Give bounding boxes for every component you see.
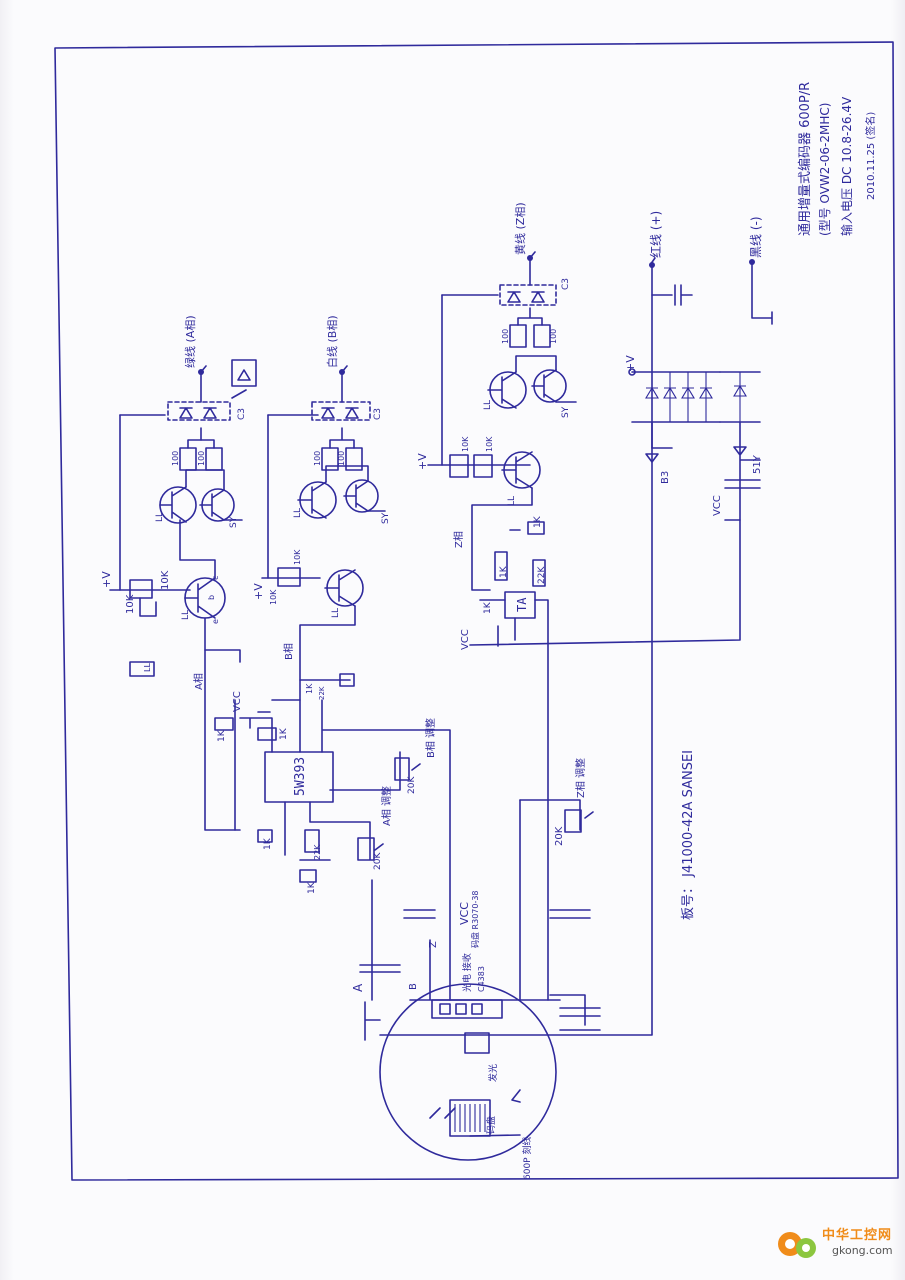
b-r100-label-2: 100 [337, 451, 346, 466]
b-adjust-label: B相 调整 [424, 718, 437, 758]
power-section [379, 257, 773, 1036]
a-adjust-label: A相 调整 [380, 786, 393, 826]
a-ll-label: LL [181, 610, 191, 620]
comp-r1k-label: 1K [217, 729, 227, 742]
board-note: 板号： J41000-42A SANSEI [681, 750, 696, 920]
ta-ic-label: TA [515, 597, 529, 612]
a-wire-label: 绿线 (A相) [183, 315, 197, 368]
b-c3-label: C3 [373, 408, 383, 420]
b-ll-label: LL [331, 608, 341, 618]
vcc-label-comp: VCC [232, 691, 243, 712]
diagram-labels: 10K 10K +V LL LL SY 100 100 C3 绿线 (A相) A… [100, 202, 763, 1180]
z-r1k-label-2: 1K [499, 565, 509, 578]
border-frame [54, 41, 899, 1181]
comp-r22k-label-2: 22K [313, 844, 322, 860]
a-signal-label: A [351, 983, 365, 992]
b-r100-label: 100 [313, 451, 322, 466]
a-r10k-label: 10K [125, 594, 136, 614]
vcc-label-low: VCC [458, 902, 471, 925]
gkong-logo: 中华工控网 gkong.com [772, 1218, 900, 1270]
b-phase-stage [261, 365, 386, 701]
b-wire-label: 白线 (B相) [325, 315, 339, 368]
a-pot-20k-label: 20K [373, 852, 383, 870]
comparator-ic-label: 5W393 [293, 757, 308, 796]
power-vplus-label: +V [624, 355, 637, 372]
gear-icon [778, 1232, 816, 1258]
z-pot-20k-label: 20K [554, 826, 565, 846]
a-c3-label: C3 [237, 408, 247, 420]
vcc-label-mid: VCC [460, 629, 471, 650]
z-signal-label: Z [428, 941, 439, 948]
z-phase-label: Z相 [452, 531, 465, 548]
pulse-label: 600P 刻线 [521, 1137, 533, 1180]
b-phase-label: B相 [282, 643, 295, 660]
receiver-label: 光电 接收 [461, 953, 473, 992]
comp-r22k-label: 22K [318, 686, 326, 700]
receiver-part-label: C4383 [477, 966, 486, 992]
z-vplus-label: +V [416, 453, 429, 470]
a-tr-c-label: c [211, 576, 220, 580]
a-r100-label-2: 100 [197, 451, 206, 466]
disc-label: 码盘 [485, 1116, 497, 1134]
b-pot-20k-label: 20K [407, 776, 417, 794]
b-vplus-label: +V [252, 583, 265, 600]
vcc-label-right: VCC [712, 495, 723, 516]
z-r10k-label-2: 10K [485, 436, 494, 452]
z-adjust-label: Z相 调整 [574, 758, 587, 798]
comp-r1k-label-5: 1K [307, 881, 317, 894]
z-r22k-label: 22K [537, 566, 547, 584]
comp-r1k-label-2: 1K [279, 727, 289, 740]
b3-label: B3 [660, 471, 671, 484]
a-phase-stage [109, 359, 257, 831]
z-phase-stage [427, 251, 577, 1001]
a-tr-b-label: b [207, 595, 216, 600]
a-ll3-label: LL [143, 663, 152, 672]
comp-r1k-label-3: 1K [305, 683, 314, 694]
red-wire-label: 红线 (+) [648, 211, 663, 258]
a-tr-e-label: e [211, 619, 220, 624]
z-c3-label: C3 [561, 278, 571, 290]
b-r10k-label: 10K [293, 549, 302, 565]
code-part-label: 码盘 R3070-38 [470, 890, 480, 948]
encoder-disc [379, 983, 601, 1161]
zener-51y-label: 51Y [752, 454, 763, 474]
z-r10k-label: 10K [461, 436, 470, 452]
b-r10k-label-2: 10K [269, 589, 278, 605]
z-r100-label: 100 [501, 329, 510, 344]
a-vplus-label: +V [100, 571, 113, 588]
z-wire-label: 黄线 (Z相) [513, 202, 527, 255]
a-r100-label: 100 [171, 451, 180, 466]
comp-r1k-label-4: 1K [263, 837, 273, 850]
z-ll2-label: LL [483, 400, 493, 410]
z-r100-label-2: 100 [549, 329, 558, 344]
comparator-section [214, 699, 594, 1041]
z-sy-label: SY [561, 406, 571, 418]
watermark-site: gkong.com [832, 1244, 893, 1257]
emitter-label: 发光 [487, 1064, 499, 1082]
z-r1k-label: 1K [533, 515, 543, 528]
watermark-brand: 中华工控网 [822, 1228, 893, 1243]
a-r10k-label-2: 10K [160, 570, 171, 590]
b-signal-label: B [408, 983, 419, 990]
z-ll-label: LL [507, 496, 517, 506]
b-sy-label: SY [381, 512, 391, 524]
a-sy-label: SY [229, 516, 239, 528]
b-ll2-label: LL [293, 508, 303, 518]
a-ll2-label: LL [155, 512, 165, 522]
black-wire-label: 黑线 (-) [749, 216, 763, 258]
a-phase-label: A相 [192, 673, 205, 690]
z-r1k-label-3: 1K [483, 601, 493, 614]
